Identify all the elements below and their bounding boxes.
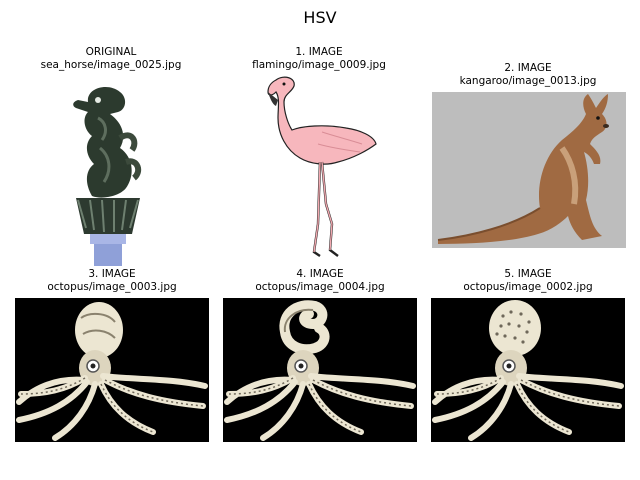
panel-label: ORIGINAL [85,46,137,58]
panel-caption: ORIGINAL sea_horse/image_0025.jpg [14,46,208,72]
kangaroo-illustration [432,92,626,248]
figure-title: HSV [303,8,337,27]
panel-original: ORIGINAL sea_horse/image_0025.jpg [14,44,208,266]
flamingo-image [262,74,378,266]
panel-3: 3. IMAGE octopus/image_0003.jpg [14,266,210,444]
panel-filename: octopus/image_0002.jpg [463,281,593,293]
panel-label: 1. IMAGE [295,46,343,58]
octopus-illustration [431,298,625,442]
panel-label: 2. IMAGE [504,62,552,74]
panel-label: 4. IMAGE [296,268,344,280]
octopus-image [223,298,417,442]
panel-filename: octopus/image_0004.jpg [255,281,385,293]
panel-label: 5. IMAGE [504,268,552,280]
octopus-illustration [15,298,209,442]
panel-filename: flamingo/image_0009.jpg [252,59,386,71]
kangaroo-image [432,92,626,248]
panel-filename: octopus/image_0003.jpg [47,281,177,293]
panel-caption: 5. IMAGE octopus/image_0002.jpg [430,268,626,294]
panel-5: 5. IMAGE octopus/image_0002.jpg [430,266,626,444]
octopus-illustration [223,298,417,442]
seahorse-illustration [28,78,194,266]
panel-label: 3. IMAGE [88,268,136,280]
panel-filename: kangaroo/image_0013.jpg [459,75,597,87]
seahorse-image [28,78,194,266]
octopus-image [15,298,209,442]
panel-caption: 2. IMAGE kangaroo/image_0013.jpg [430,62,626,88]
panel-caption: 3. IMAGE octopus/image_0003.jpg [14,268,210,294]
panel-1: 1. IMAGE flamingo/image_0009.jpg [222,44,416,266]
panel-2: 2. IMAGE kangaroo/image_0013.jpg [430,44,626,266]
panel-filename: sea_horse/image_0025.jpg [40,59,182,71]
flamingo-illustration [262,74,378,266]
panel-caption: 4. IMAGE octopus/image_0004.jpg [222,268,418,294]
panel-4: 4. IMAGE octopus/image_0004.jpg [222,266,418,444]
panel-caption: 1. IMAGE flamingo/image_0009.jpg [222,46,416,72]
octopus-image [431,298,625,442]
